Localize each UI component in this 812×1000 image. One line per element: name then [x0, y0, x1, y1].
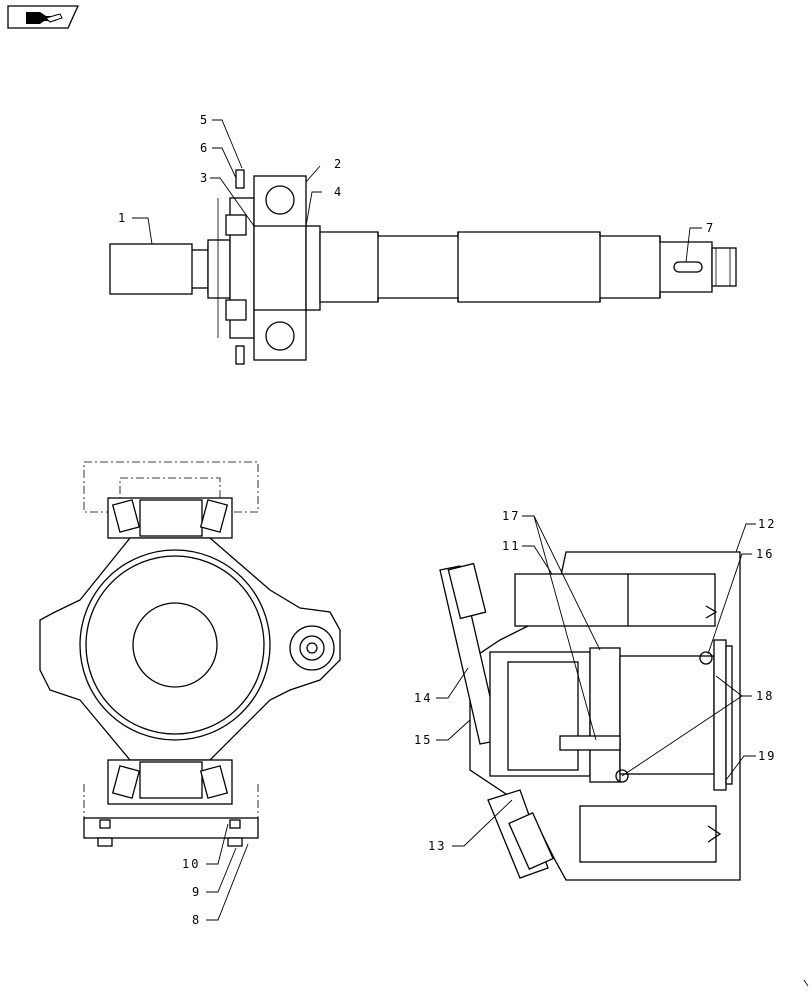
book-hand-icon[interactable] — [7, 5, 80, 29]
housing-front-view — [39, 461, 341, 847]
callout-15: 15 — [414, 733, 432, 747]
callout-19: 19 — [758, 749, 776, 763]
callout-labels: 1 2 3 4 5 6 7 8 9 10 11 12 13 14 15 16 1… — [118, 113, 776, 927]
housing-section-view — [439, 551, 741, 881]
callout-9: 9 — [192, 885, 201, 899]
shaft-assembly — [109, 169, 737, 365]
callout-11: 11 — [502, 539, 520, 553]
callout-13: 13 — [428, 839, 446, 853]
callout-2: 2 — [334, 157, 343, 171]
callout-3: 3 — [200, 171, 209, 185]
callout-16: 16 — [756, 547, 774, 561]
callout-6: 6 — [200, 141, 209, 155]
callout-17: 17 — [502, 509, 520, 523]
callout-5: 5 — [200, 113, 209, 127]
callout-10: 10 — [182, 857, 200, 871]
callout-14: 14 — [414, 691, 432, 705]
callout-8: 8 — [192, 913, 201, 927]
callout-12: 12 — [758, 517, 776, 531]
leader-lines — [132, 119, 756, 921]
callout-18: 18 — [756, 689, 774, 703]
callout-4: 4 — [334, 185, 343, 199]
callout-7: 7 — [706, 221, 715, 235]
callout-1: 1 — [118, 211, 127, 225]
